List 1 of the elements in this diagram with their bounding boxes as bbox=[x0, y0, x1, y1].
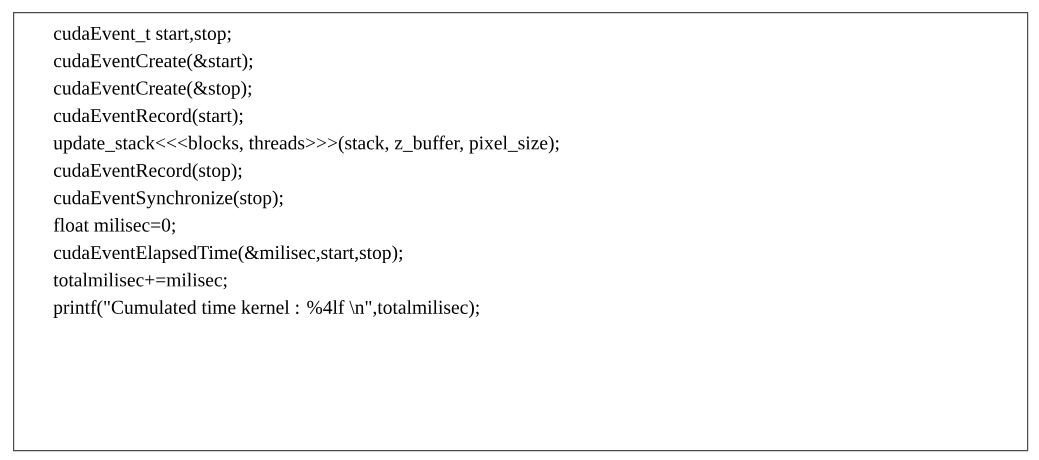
code-box: cudaEvent_t start,stop; cudaEventCreate(&start); cudaEventCreate(&stop); cudaEventRecord(start); update_stack<<<blocks, threads>>>(stack, z_buffer, pixel_size); cudaEventRecord(stop); cudaEventSynchronize(stop); float milisec=0; cudaEventElapsedTime(&milisec,start,stop); totalmilisec+=milisec; printf("Cumulated time kernel : %4lf \n",totalmilisec); bbox=[13, 12, 1029, 452]
